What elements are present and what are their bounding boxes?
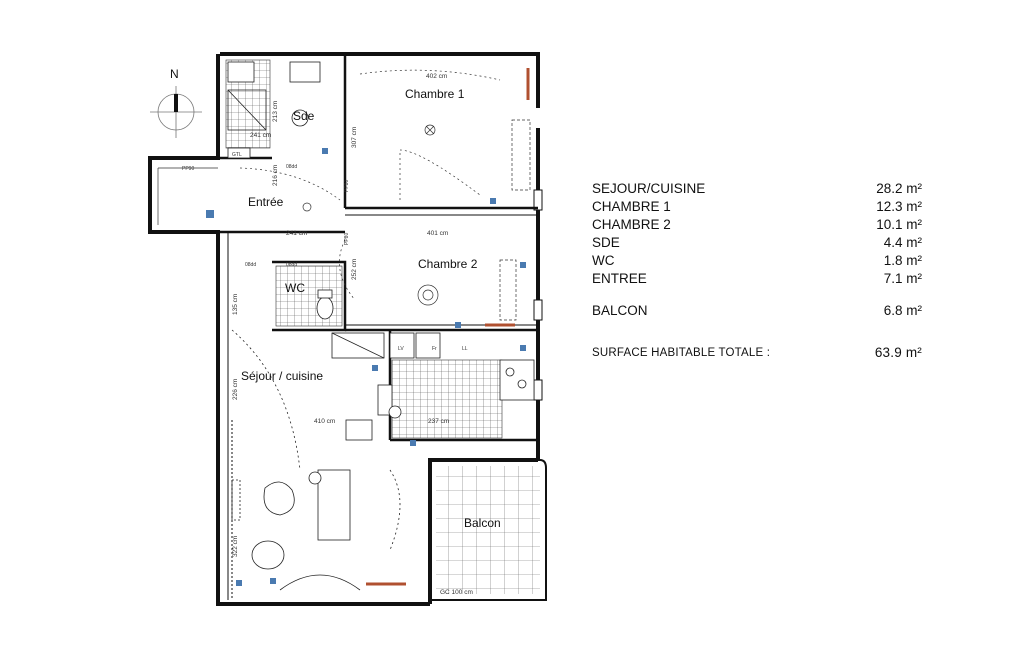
- area-row-chambre2: CHAMBRE 2 10.1 m²: [592, 216, 922, 234]
- area-row-sde: SDE 4.4 m²: [592, 234, 922, 252]
- area-name: CHAMBRE 2: [592, 217, 671, 232]
- compass-needle: [174, 94, 178, 112]
- dim-entree-width: 241 cm: [286, 230, 307, 237]
- chambre1-fixtures: [359, 68, 531, 200]
- area-name: WC: [592, 253, 615, 268]
- area-table: SEJOUR/CUISINE 28.2 m² CHAMBRE 1 12.3 m²…: [592, 180, 922, 362]
- kitchen-fixtures: [331, 332, 535, 419]
- dim-sejour-depth: 226 cm: [232, 379, 239, 400]
- area-value: 28.2 m²: [876, 181, 922, 196]
- mark-pp80-2: PP80: [344, 233, 350, 245]
- entree-fixtures: [157, 167, 341, 225]
- dim-chambre2-depth: 252 cm: [351, 259, 358, 280]
- chambre2-fixtures: [339, 239, 517, 327]
- mark-pp80-1: PP80: [344, 180, 350, 192]
- area-row-total: SURFACE HABITABLE TOTALE : 63.9 m²: [592, 344, 922, 362]
- mark-pp90-entry: PP90: [182, 166, 194, 172]
- dim-sejour-bottom-depth: 322 cm: [232, 536, 239, 557]
- total-label: SURFACE HABITABLE TOTALE :: [592, 347, 771, 359]
- area-row-chambre1: CHAMBRE 1 12.3 m²: [592, 198, 922, 216]
- area-value: 4.4 m²: [883, 235, 922, 250]
- room-label-sejour: Séjour / cuisine: [241, 369, 323, 383]
- area-name: ENTREE: [592, 271, 647, 286]
- room-label-chambre1: Chambre 1: [405, 87, 465, 101]
- room-label-entree: Entrée: [248, 195, 284, 209]
- dim-wc-depth: 135 cm: [232, 294, 239, 315]
- mark-ddd-2: 08dd: [245, 262, 256, 268]
- sde-fixtures: [227, 61, 321, 159]
- balcony-floor: [436, 466, 540, 594]
- gtl-box: [227, 147, 251, 159]
- mark-ddd-1: 08dd: [286, 164, 297, 170]
- room-label-sde: Sde: [293, 109, 315, 123]
- windows-right: [533, 189, 543, 401]
- area-name: SEJOUR/CUISINE: [592, 181, 706, 196]
- sejour-furniture: [231, 329, 406, 591]
- area-row-sejour: SEJOUR/CUISINE 28.2 m²: [592, 180, 922, 198]
- room-label-balcon: Balcon: [464, 516, 501, 530]
- room-label-chambre2: Chambre 2: [418, 257, 478, 271]
- mark-ddd-3: 08dd: [286, 262, 297, 268]
- dim-chambre2-width: 401 cm: [427, 230, 448, 237]
- dim-entree-depth: 216 cm: [272, 165, 279, 186]
- gtl-label: GTL: [232, 152, 242, 158]
- dim-sejour-width: 410 cm: [314, 418, 335, 425]
- wc-fixture: [316, 289, 334, 320]
- area-value: 1.8 m²: [883, 253, 922, 268]
- total-value: 63.9 m²: [874, 345, 922, 360]
- dim-kitchen-width: 237 cm: [428, 418, 449, 425]
- dim-balcon-gc: GC 100 cm: [440, 589, 473, 596]
- ll-label: LL: [462, 346, 468, 352]
- area-value: 6.8 m²: [883, 303, 922, 318]
- area-name: SDE: [592, 235, 620, 250]
- dim-chambre1-depth: 307 cm: [351, 127, 358, 148]
- area-row-entree: ENTREE 7.1 m²: [592, 270, 922, 288]
- area-name: BALCON: [592, 303, 648, 318]
- area-value: 12.3 m²: [876, 199, 922, 214]
- kitchen-tiles: [391, 359, 503, 439]
- area-value: 7.1 m²: [883, 271, 922, 286]
- lv-label: LV: [398, 346, 404, 352]
- plan-marks: PP90 PP80 PP80 08dd 08dd 08dd: [182, 164, 350, 268]
- dim-sde-width: 241 cm: [250, 132, 271, 139]
- area-row-balcon: BALCON 6.8 m²: [592, 302, 922, 320]
- electrical-points: [236, 148, 526, 586]
- dimension-labels: 402 cm 307 cm 241 cm 213 cm 216 cm 241 c…: [232, 73, 473, 596]
- room-label-wc: WC: [285, 281, 305, 295]
- fr-label: Fr: [432, 346, 437, 352]
- balcony-outline: [430, 459, 547, 601]
- area-row-wc: WC 1.8 m²: [592, 252, 922, 270]
- area-name: CHAMBRE 1: [592, 199, 671, 214]
- compass: N: [150, 67, 202, 138]
- dim-chambre1-width: 402 cm: [426, 73, 447, 80]
- compass-north-label: N: [170, 67, 179, 81]
- area-value: 10.1 m²: [876, 217, 922, 232]
- dim-sde-depth: 213 cm: [272, 101, 279, 122]
